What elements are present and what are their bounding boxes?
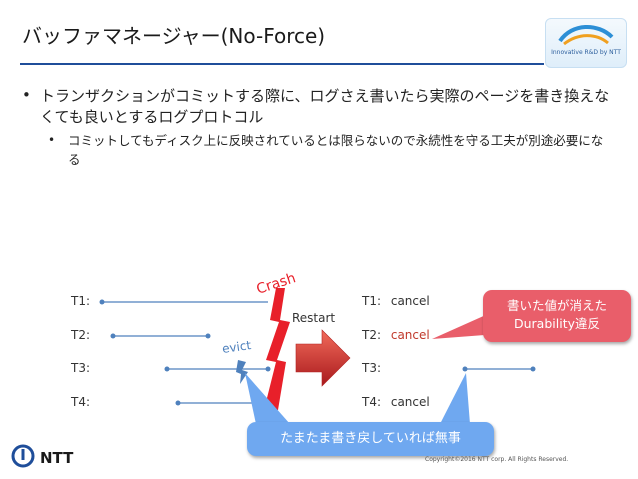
restart-label: Restart (292, 311, 336, 325)
left-label-t1: T1: (71, 294, 91, 308)
right-label-t1: T1: (362, 294, 382, 308)
right-label-t3: T3: (362, 361, 382, 375)
crash-bolt-icon (264, 288, 290, 410)
durability-violation-callout: 書いた値が消えた Durability違反 (483, 290, 631, 342)
blue-callout-tail (245, 373, 290, 424)
red-callout-tail (432, 314, 498, 339)
title-divider (20, 63, 544, 65)
callout-red-line2: Durability違反 (514, 316, 600, 331)
right-row-t1: T1: cancel (362, 294, 430, 308)
bullet-dot: • (22, 86, 31, 104)
logo-swoosh-icon (558, 24, 614, 46)
sub-bullet-dot: • (48, 133, 56, 147)
blue-callout-tail-2 (440, 373, 470, 424)
restart-arrow-icon (295, 329, 351, 387)
bullet-main: トランザクションがコミットする際に、ログさえ書いたら実際のページを書き換えなくて… (22, 86, 612, 128)
left-label-t4: T4: (71, 395, 91, 409)
evict-bolt-icon (236, 360, 248, 384)
ntt-brand: NTT (40, 449, 74, 467)
right-label-t4: T4: (362, 395, 382, 409)
right-status-t4: cancel (390, 395, 430, 409)
left-timeline-t3 (164, 366, 271, 372)
left-label-t2: T2: (71, 328, 91, 342)
right-row-t2: T2: cancel (362, 328, 430, 342)
right-timeline-t3 (462, 366, 536, 372)
copyright-text: Copyright©2016 NTT corp. All Rights Rese… (425, 456, 569, 463)
right-status-t2: cancel (390, 328, 430, 342)
right-label-t2: T2: (362, 328, 382, 342)
right-status-t1: cancel (390, 294, 430, 308)
callout-red-line1: 書いた値が消えた (506, 298, 607, 313)
bullet-sub-text: コミットしてもディスク上に反映されているとは限らないので永続性を守る工夫が別途必… (68, 133, 604, 167)
left-timeline-t2 (110, 333, 211, 339)
right-row-t3: T3: (362, 361, 381, 375)
left-label-t3: T3: (71, 361, 91, 375)
ntt-logo-icon (11, 444, 35, 468)
right-row-t4: T4: cancel (362, 395, 430, 409)
logo-caption: Innovative R&D by NTT (551, 49, 621, 56)
lucky-writeback-callout: たまたま書き戻していれば無事 (247, 422, 494, 456)
page-title: バッファマネージャー(No-Force) (22, 24, 326, 48)
left-timeline-t1 (99, 299, 268, 305)
ntt-innovative-logo: Innovative R&D by NTT (545, 18, 627, 68)
bullet-main-text: トランザクションがコミットする際に、ログさえ書いたら実際のページを書き換えなくて… (40, 87, 610, 126)
